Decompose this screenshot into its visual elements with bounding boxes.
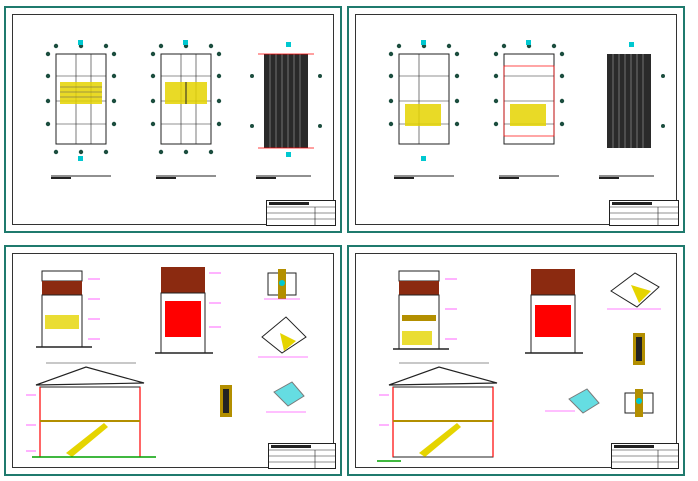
sheet-4-frame (355, 253, 677, 468)
title-block-4 (611, 443, 679, 469)
sheet-4-elevations-section (347, 245, 685, 476)
detail-3c (266, 381, 306, 413)
sheet-1-floor-plans (4, 6, 342, 233)
detail-4b (633, 333, 645, 365)
side-elevation-3 (155, 267, 221, 354)
plan-1a (45, 40, 117, 179)
sheet-1-drawing (45, 40, 322, 179)
sheet-1-frame (12, 14, 334, 225)
detail-4d (545, 388, 600, 414)
sheet-4-drawing (377, 269, 661, 462)
title-block-3 (268, 443, 336, 469)
plan-1b (150, 40, 222, 179)
sheet-3-frame (12, 253, 334, 468)
front-elevation-3 (36, 270, 100, 348)
detail-3b (258, 316, 308, 358)
sheet-2-frame (355, 14, 677, 225)
title-block-1 (266, 200, 336, 226)
detail-4c (624, 389, 654, 417)
sheet-2-floor-plans (347, 6, 685, 233)
title-block-2 (609, 200, 679, 226)
plan-2b (493, 40, 565, 179)
building-section-3 (26, 362, 156, 458)
building-section-4 (377, 362, 498, 462)
roof-plan-2 (599, 42, 665, 179)
sheet-2-drawing (388, 40, 665, 179)
detail-3d (220, 385, 232, 417)
sheet-3-drawing (26, 267, 308, 458)
sheet-3-elevations-section (4, 245, 342, 476)
roof-plan-1 (250, 42, 322, 179)
plan-2a (388, 40, 460, 179)
detail-4a (607, 272, 661, 310)
side-elevation-4 (525, 269, 583, 354)
front-elevation-4 (393, 270, 457, 350)
detail-3a (264, 269, 300, 300)
